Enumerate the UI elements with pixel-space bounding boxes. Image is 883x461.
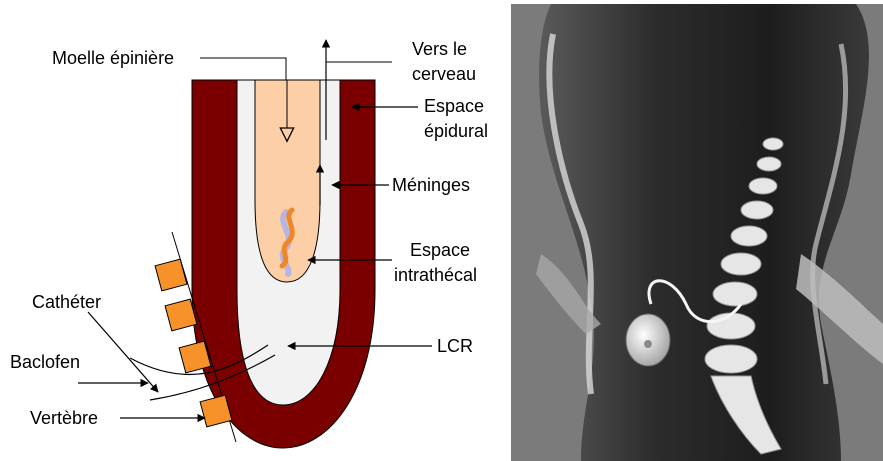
label-baclofen: Baclofen	[10, 352, 80, 372]
label-epidural-1: Espace	[424, 96, 484, 116]
label-intrathecal-1: Espace	[410, 240, 470, 260]
label-csf: LCR	[437, 336, 473, 356]
label-vertebra: Vertèbre	[30, 408, 98, 428]
label-intrathecal-2: intrathécal	[394, 265, 477, 285]
label-to-brain-1: Vers le	[412, 39, 467, 59]
label-to-brain-2: cerveau	[412, 64, 476, 84]
label-meninges: Méninges	[392, 175, 470, 195]
label-epidural-2: épidural	[424, 121, 488, 141]
torso-pump-photo	[511, 4, 883, 461]
pump-port	[644, 340, 652, 348]
label-spinal-cord: Moelle épinière	[52, 48, 174, 68]
label-catheter: Cathéter	[32, 292, 101, 312]
pointer-spinal-cord	[200, 58, 286, 80]
pointer-catheter	[88, 312, 158, 392]
spinal-anatomy-diagram: Moelle épinière Vers le cerveau Espace é…	[0, 0, 505, 461]
